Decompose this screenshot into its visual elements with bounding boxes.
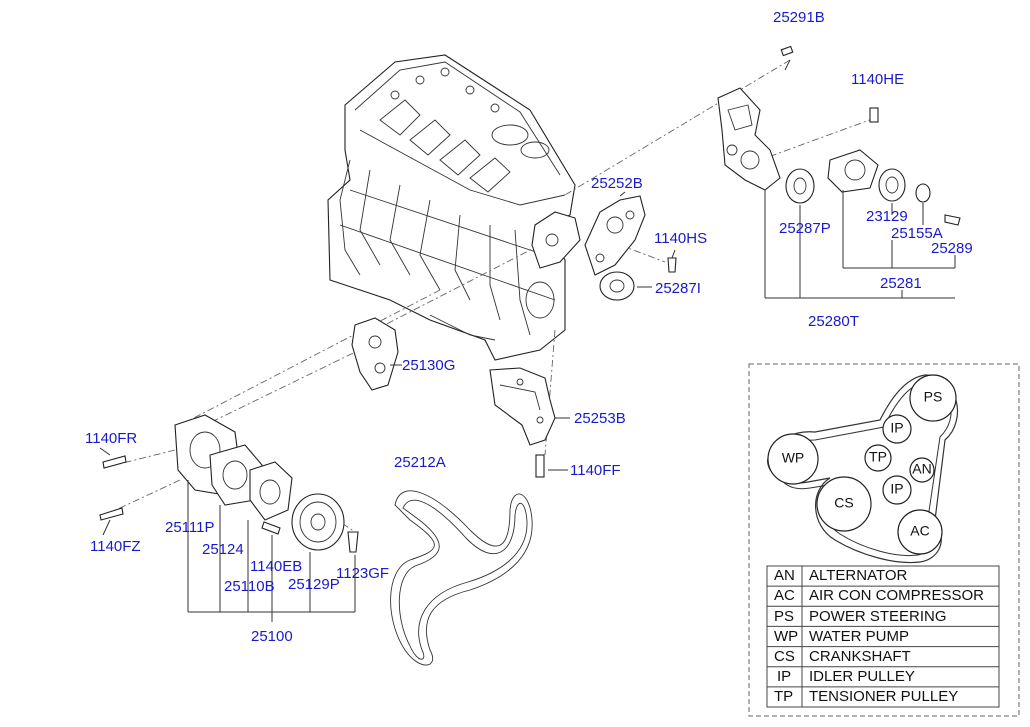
routing-belt-outer [767, 374, 959, 564]
label-25155a: 25155A [891, 225, 943, 242]
pulley-ac [897, 509, 943, 555]
label-25280t: 25280T [808, 313, 859, 330]
pulley-ac-label: AC [910, 523, 929, 539]
legend-code: IP [777, 668, 791, 685]
leader-lines [99, 190, 956, 622]
routing-frame [748, 363, 1020, 717]
label-25130g: 25130G [402, 357, 455, 374]
legend-name: CRANKSHAFT [809, 648, 911, 665]
gasket-25130g [351, 317, 399, 391]
pulley-an [909, 457, 935, 483]
bracket-25252b [584, 195, 677, 301]
pulley-tp-label: TP [869, 449, 887, 465]
pulley-wp-label: WP [782, 450, 805, 466]
pulley-an-label: AN [912, 461, 931, 477]
pulley-tp [864, 444, 892, 472]
pulley-ps-label: PS [924, 389, 943, 405]
water-pump-assembly [99, 414, 359, 553]
bracket-25253b [489, 367, 556, 478]
legend-code: WP [774, 628, 798, 645]
legend-name: WATER PUMP [809, 628, 909, 645]
label-1140fr: 1140FR [85, 430, 137, 447]
label-25287i: 25287I [655, 280, 701, 297]
label-25291b: 25291B [773, 9, 825, 26]
label-1123gf: 1123GF [336, 565, 389, 582]
label-25287p: 25287P [779, 220, 831, 237]
assembly-lines [104, 59, 876, 533]
tensioner-assembly [717, 45, 961, 226]
belt-25212a [390, 490, 533, 666]
legend-code: TP [774, 688, 793, 705]
legend-code: CS [774, 648, 795, 665]
pulley-ip-bottom-label: IP [890, 481, 903, 497]
label-23129: 23129 [866, 208, 908, 225]
engine-mount [531, 211, 581, 269]
pulley-ip-top [882, 414, 912, 444]
label-25253b: 25253B [574, 410, 626, 427]
label-1140hs: 1140HS [654, 230, 707, 247]
part-labels: 25291B 1140HE 25252B 1140HS 25287I 25287… [85, 9, 973, 645]
legend-name: POWER STEERING [809, 608, 947, 625]
legend-code: AC [774, 587, 795, 604]
engine-block [327, 54, 576, 361]
label-1140fz: 1140FZ [90, 538, 141, 555]
pulley-ip-bottom [882, 475, 912, 505]
pulley-wp [767, 433, 819, 485]
legend-name: TENSIONER PULLEY [809, 688, 958, 705]
label-25110b: 25110B [224, 578, 275, 595]
belt-routing-panel: PS IP WP TP AN IP CS AC AN ALTERNATOR AC [748, 363, 1020, 717]
label-25212a: 25212A [394, 454, 446, 471]
label-1140eb: 1140EB [250, 558, 302, 575]
pulley-ps [909, 374, 957, 422]
label-25100: 25100 [251, 628, 293, 645]
label-25281: 25281 [880, 275, 922, 292]
legend-code: PS [774, 608, 794, 625]
legend-name: AIR CON COMPRESSOR [809, 587, 984, 604]
label-25252b: 25252B [591, 175, 643, 192]
label-25129p: 25129P [288, 576, 340, 593]
label-25124: 25124 [202, 541, 244, 558]
pulley-ip-top-label: IP [890, 420, 903, 436]
label-1140he: 1140HE [851, 71, 904, 88]
legend-code: AN [774, 567, 795, 584]
legend-name: IDLER PULLEY [809, 668, 915, 685]
label-25289: 25289 [931, 240, 973, 257]
pulley-cs-label: CS [834, 495, 853, 511]
legend-table: AN ALTERNATOR AC AIR CON COMPRESSOR PS P… [766, 565, 1000, 708]
pulley-cs [816, 476, 872, 532]
label-25111p: 25111P [165, 519, 215, 536]
legend-name: ALTERNATOR [809, 567, 908, 584]
label-1140ff: 1140FF [570, 462, 621, 479]
